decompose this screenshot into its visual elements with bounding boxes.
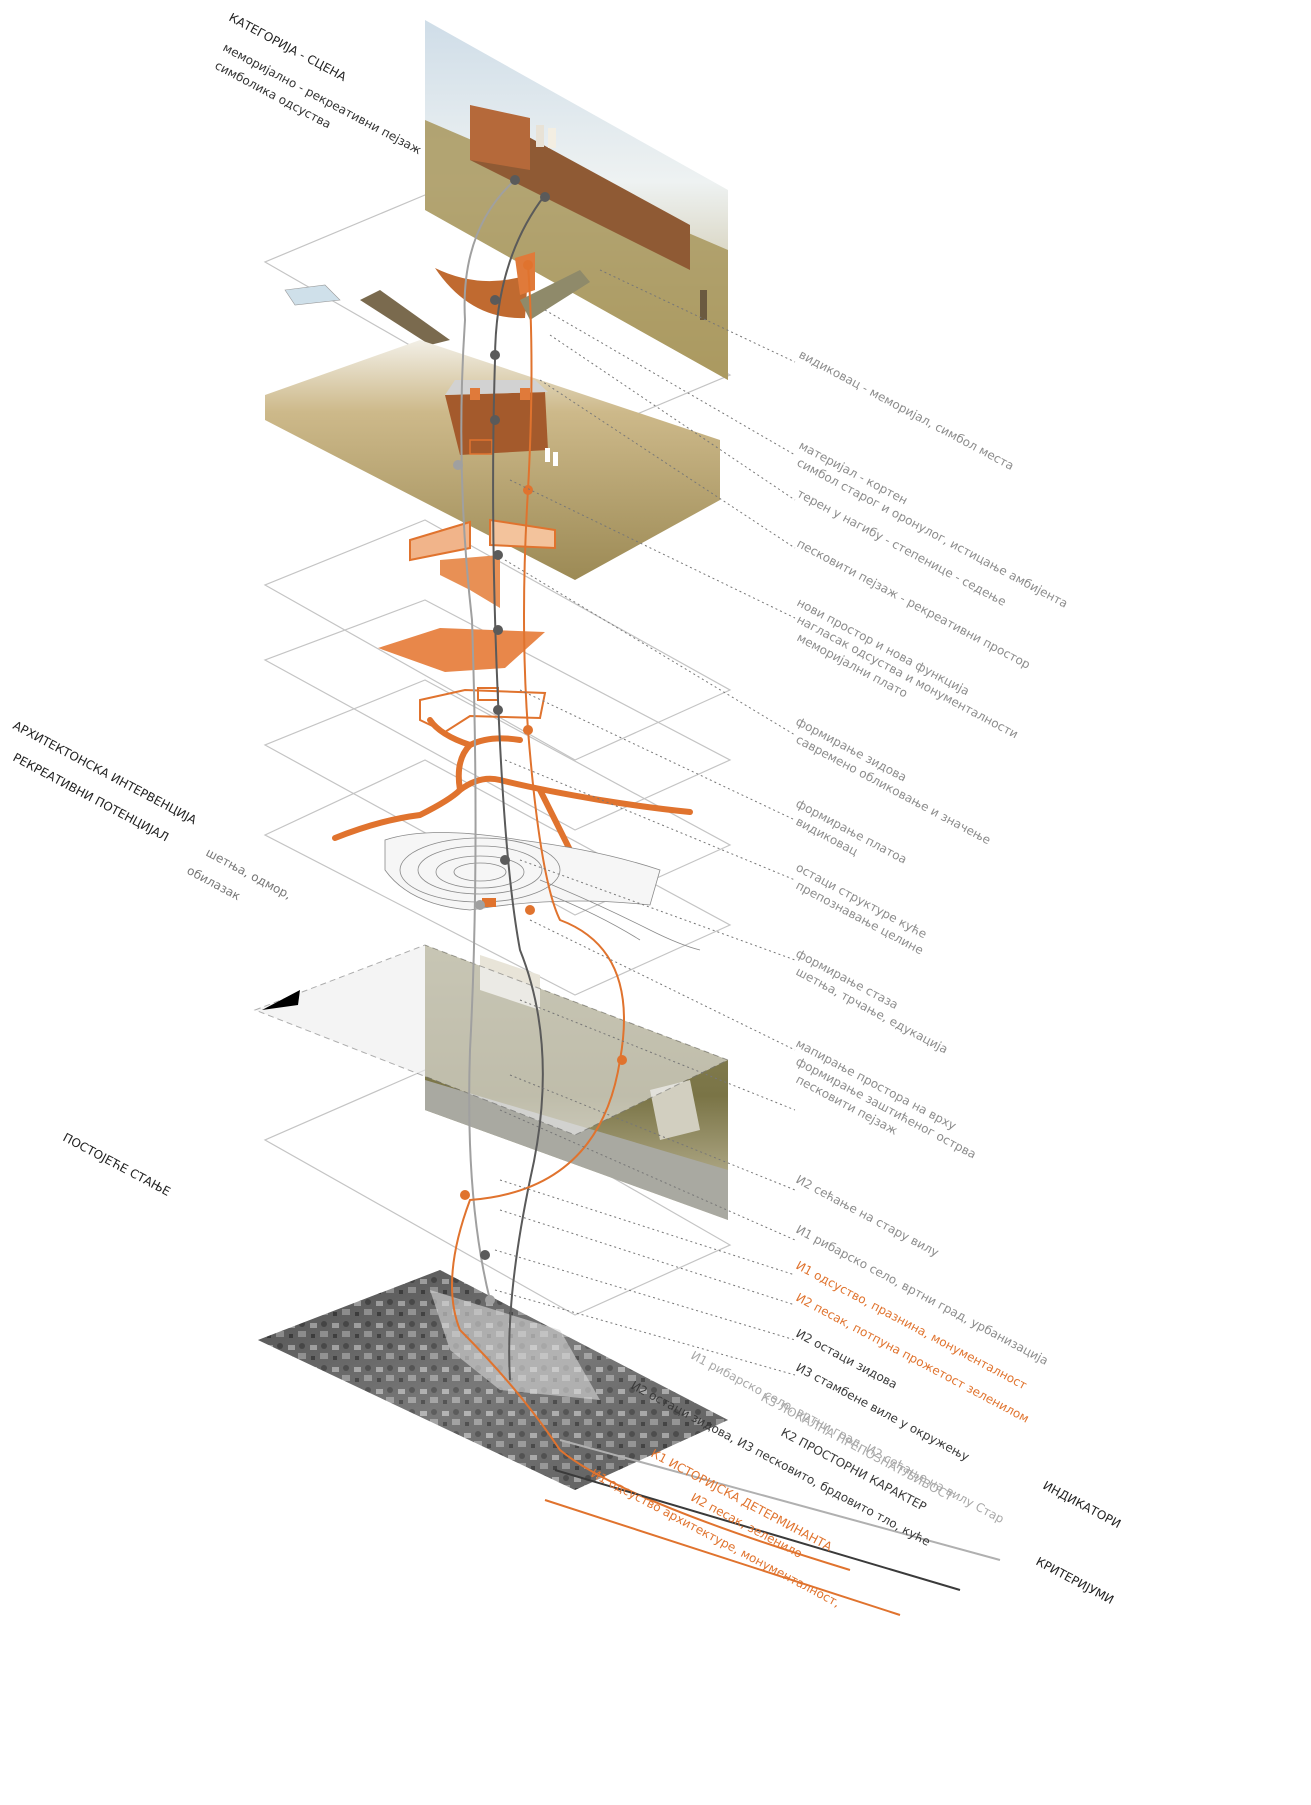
- category-recre-desc-1: шетња, одмор,: [204, 845, 294, 902]
- figure-3: [700, 290, 707, 320]
- scene-render-panel: [425, 20, 728, 380]
- orange-nodes: [460, 260, 627, 1200]
- aerial-photo-base: [258, 1270, 728, 1490]
- criteria-lines: [544, 1439, 1001, 1616]
- visitor-1: [545, 448, 550, 462]
- layer-plane-walls: [263, 519, 732, 761]
- layer-plane-existing: [263, 1069, 732, 1316]
- callout-leaders: [494, 269, 796, 1376]
- visitor-2: [553, 452, 558, 466]
- layer-plane-platform: [263, 599, 732, 831]
- plan-outlines: [419, 439, 547, 734]
- layer-plane-remains: [263, 679, 732, 916]
- callout-text: И2 песак, потпуна прожетост зеленилом: [794, 1290, 1032, 1425]
- legend-criteria: КРИТЕРИЈУМИ: [1034, 1554, 1117, 1607]
- thread-light: [460, 179, 516, 1301]
- callout-text: формирање заштићеног острва: [794, 1054, 979, 1161]
- direction-arrow-icon: [262, 990, 300, 1010]
- orange-massing: [378, 518, 556, 672]
- callout-text: шетња, трчање, едукација: [794, 964, 951, 1056]
- figure-2: [548, 128, 556, 148]
- legend-indicators: ИНДИКАТОРИ: [1041, 1478, 1124, 1531]
- figure-1: [536, 125, 544, 147]
- callout-text: нагласак одсуства и монументалности: [795, 612, 1021, 741]
- contour-map: [384, 832, 701, 951]
- legend: ИНДИКАТОРИ КРИТЕРИЈУМИ: [1034, 1478, 1124, 1607]
- thread-nodes: [453, 175, 550, 1305]
- callout-text: И2 сећање на стару вилу: [794, 1172, 942, 1259]
- category-existing: ПОСТОЈЕЋЕ СТАЊЕ: [61, 1130, 173, 1199]
- callout-texts: видиковац - меморијал, симбол местаматер…: [794, 347, 1071, 1464]
- callout-text: симбол старог и оронулог, истицање амбиј…: [795, 455, 1071, 610]
- criteria-text: К1 ИСТОРИЈСКА ДЕТЕРМИНАНТА: [649, 1446, 836, 1554]
